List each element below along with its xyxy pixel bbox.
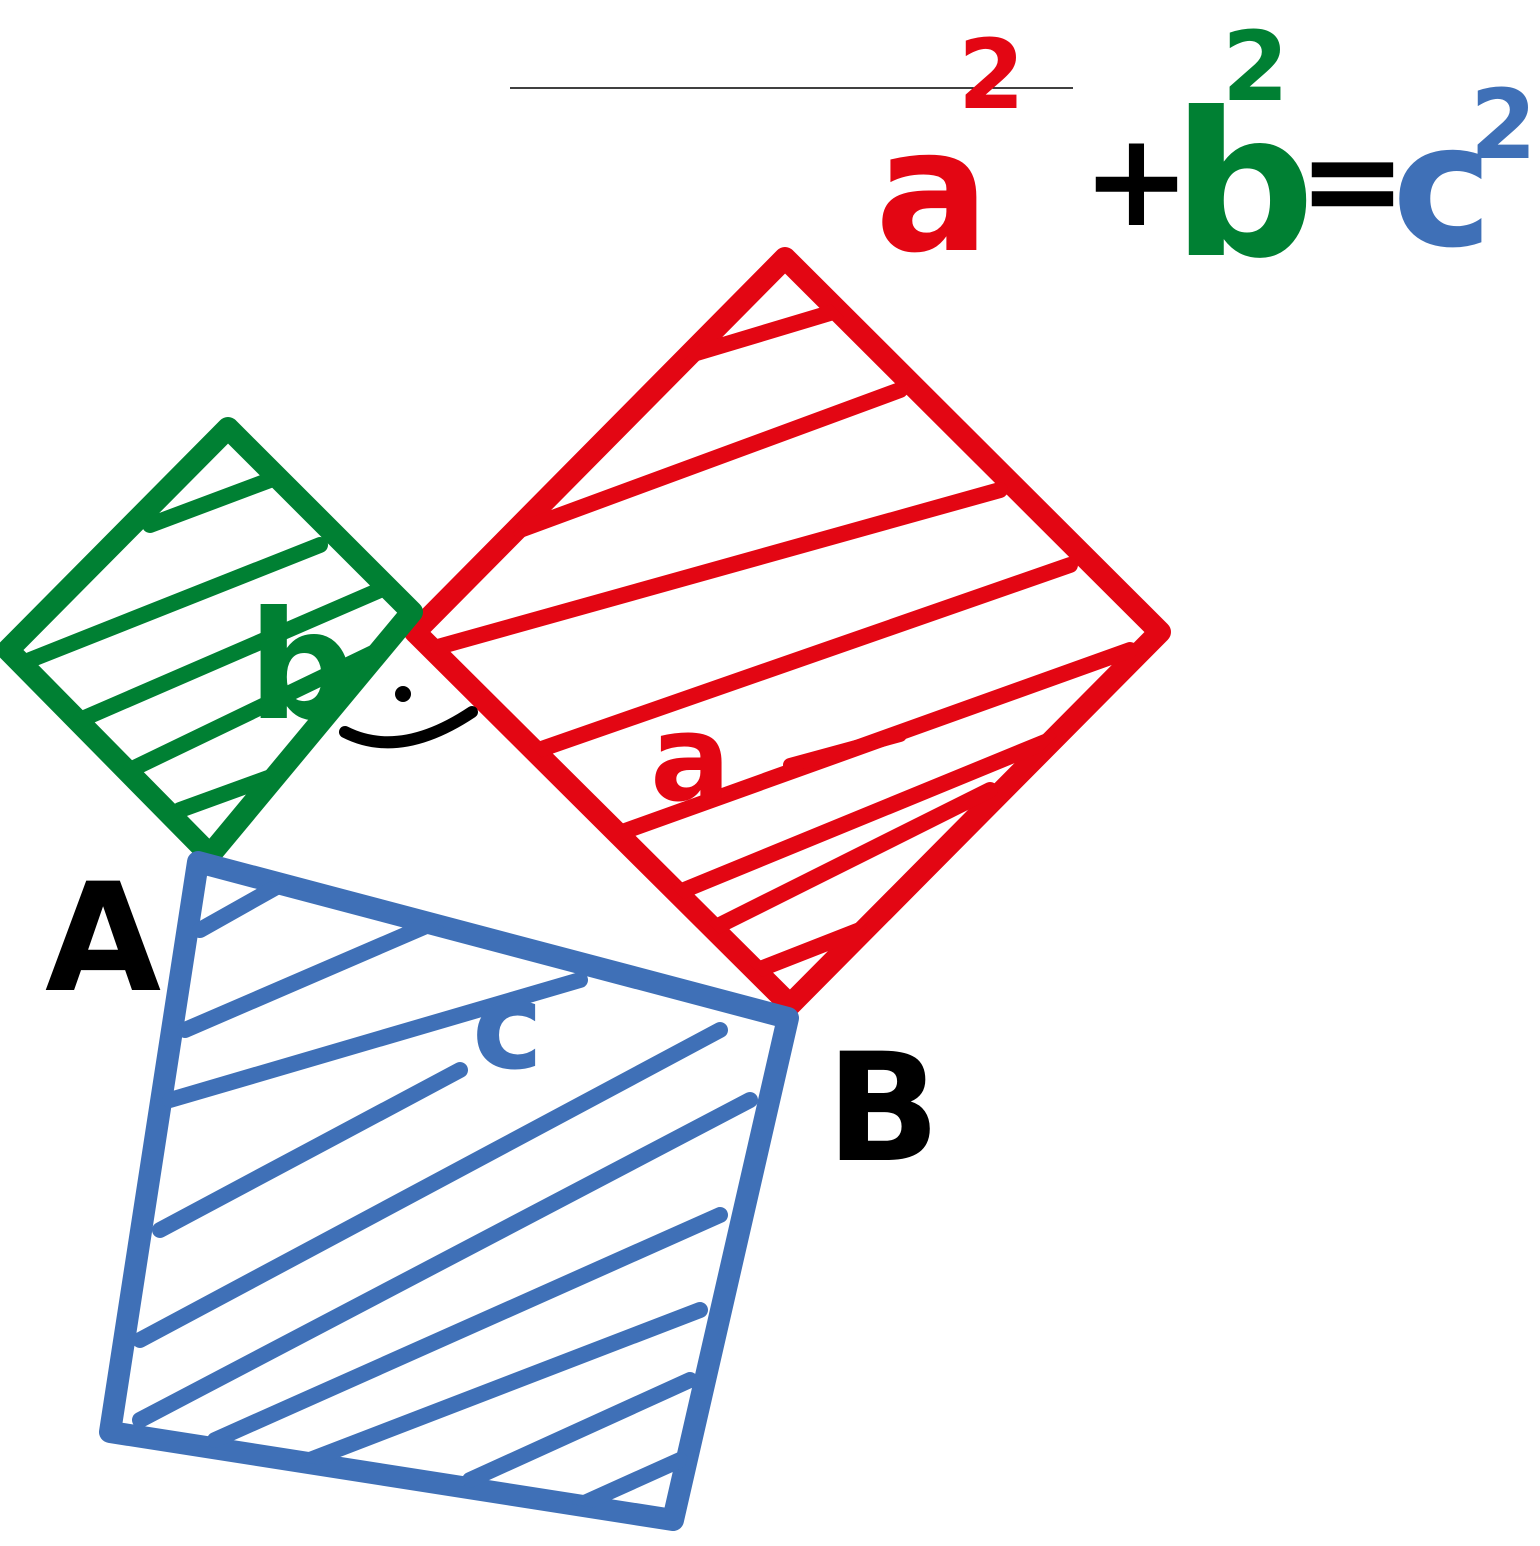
square-c: [99, 851, 799, 1531]
formula-c: c: [1392, 88, 1493, 286]
square-c-hatching: [132, 877, 758, 1513]
formula-b-exponent: 2: [1222, 11, 1289, 123]
label-vertex-a: A: [45, 852, 161, 1026]
side-a-dash: [783, 728, 907, 772]
label-side-c: c: [472, 958, 543, 1097]
label-side-b: b: [248, 580, 355, 754]
formula-plus: +: [1082, 104, 1191, 256]
pythagorean-formula: a 2 + b 2 = c 2: [875, 11, 1537, 303]
formula-c-exponent: 2: [1470, 69, 1537, 181]
square-a-outline: [404, 247, 1171, 1016]
square-c-outline: [99, 851, 799, 1531]
square-b-hatching: [22, 472, 408, 818]
formula-a: a: [875, 93, 990, 291]
formula-a-exponent: 2: [958, 19, 1025, 131]
right-angle-arc: [339, 706, 478, 749]
formula-b: b: [1172, 70, 1315, 303]
formula-equals: =: [1298, 104, 1407, 256]
square-a: [404, 247, 1171, 1016]
right-angle-dot: [395, 686, 411, 702]
square-a-hatching: [415, 302, 1138, 983]
label-side-a: a: [650, 690, 731, 829]
label-vertex-b: B: [826, 1022, 940, 1196]
